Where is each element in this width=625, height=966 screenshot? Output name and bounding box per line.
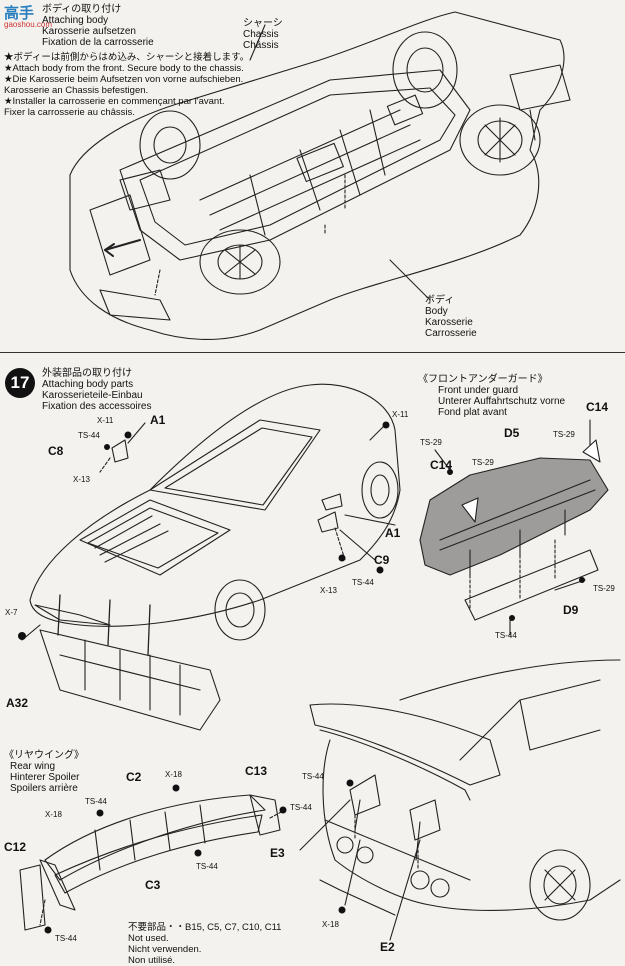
hw-ts29-b: TS-29 — [472, 458, 494, 467]
note-fr: ★Installer la carrosserie en commençant … — [4, 96, 225, 107]
body-jp: ボディ — [425, 295, 455, 306]
underguard-drawing — [419, 419, 609, 636]
hw-x18-b: X-18 — [45, 810, 62, 819]
part-d5: D5 — [504, 426, 520, 440]
note-de: ★Die Karosserie beim Aufsetzen von vorne… — [4, 74, 244, 85]
hw-x7: X-7 — [5, 608, 18, 617]
section-divider — [0, 352, 625, 353]
part-c14-right: C14 — [586, 400, 609, 414]
underguard-fr: Fond plat avant — [438, 407, 507, 418]
not-used-note: 不要部品・・B15, C5, C7, C10, C11 Not used. Ni… — [128, 922, 281, 966]
step17-title: 外装部品の取り付け Attaching body parts Karosseri… — [42, 368, 152, 412]
hw-ts44-f: TS-44 — [290, 803, 312, 812]
watermark-logo: 高手 — [4, 5, 35, 22]
hw-x11-left: X-11 — [97, 416, 114, 425]
part-a32: A32 — [6, 696, 29, 710]
chassis-jp: シャーシ — [243, 18, 283, 29]
part-c3: C3 — [145, 878, 161, 892]
part-c8: C8 — [48, 444, 64, 458]
watermark-domain: gaoshou.com — [4, 20, 53, 29]
step16-title-en: Attaching body — [42, 15, 109, 26]
step16-title-de: Karosserie aufsetzen — [42, 26, 136, 37]
part-d9: D9 — [563, 603, 579, 617]
fastener-dots — [18, 421, 585, 934]
step16-notes: ★ボディーは前側からはめ込み、シャーシと接着します。 ★Attach body … — [4, 52, 249, 118]
step16-title: ボディの取り付け Attaching body Karosserie aufse… — [42, 4, 154, 48]
underguard-title: 《フロントアンダーガード》 Front under guard Unterer … — [418, 374, 565, 418]
hw-x18-c: X-18 — [322, 920, 339, 929]
part-c2: C2 — [126, 770, 142, 784]
rearwing-title: 《リヤウイング》 Rear wing Hinterer Spoiler Spoi… — [4, 750, 84, 794]
hw-x18-a: X-18 — [165, 770, 182, 779]
body-label: ボディ Body Karosserie Carrosserie — [425, 295, 477, 339]
note-de-2: Karosserie an Chassis befestigen. — [4, 85, 149, 96]
part-c14-left: C14 — [430, 458, 453, 472]
note-fr-2: Fixer la carrosserie au châssis. — [4, 107, 135, 118]
step17-title-de: Karosserieteile-Einbau — [42, 390, 143, 401]
part-e2: E2 — [380, 940, 395, 954]
notused-fr: Non utilisé. — [128, 955, 175, 966]
step16-car-drawing — [69, 11, 571, 341]
step17-title-en: Attaching body parts — [42, 379, 134, 390]
hw-x13-right: X-13 — [320, 586, 337, 595]
step17-car-drawing — [21, 383, 401, 731]
part-a1-side: A1 — [385, 526, 401, 540]
hw-ts44-h: TS-44 — [302, 772, 324, 781]
step-number-badge: 17 — [5, 368, 35, 398]
rearwing-en: Rear wing — [10, 761, 56, 772]
step17-title-fr: Fixation des accessoires — [42, 401, 152, 412]
body-fr: Carrosserie — [425, 328, 477, 339]
chassis-fr: Châssis — [243, 40, 279, 51]
chassis-en: Chassis — [243, 29, 279, 40]
part-c13: C13 — [245, 764, 268, 778]
note-en: ★Attach body from the front. Secure body… — [4, 63, 244, 74]
hw-ts44-c: TS-44 — [495, 631, 517, 640]
hw-ts44-g: TS-44 — [55, 934, 77, 943]
rearwing-fr: Spoilers arrière — [10, 783, 78, 794]
part-a1-top: A1 — [150, 413, 166, 427]
step16-title-jp: ボディの取り付け — [42, 4, 122, 15]
hw-ts29-c: TS-29 — [553, 430, 575, 439]
underguard-en: Front under guard — [438, 385, 519, 396]
step16-title-fr: Fixation de la carrosserie — [42, 37, 154, 48]
notused-jp: 不要部品・・B15, C5, C7, C10, C11 — [128, 922, 282, 933]
hw-ts44-d: TS-44 — [85, 797, 107, 806]
body-en: Body — [425, 306, 448, 317]
underguard-de: Unterer Auffahrtschutz vorne — [438, 396, 566, 407]
hw-ts44-a: TS-44 — [78, 431, 100, 440]
rearwing-de: Hinterer Spoiler — [10, 772, 80, 783]
part-c12: C12 — [4, 840, 27, 854]
rearwing-drawing — [19, 794, 286, 931]
hw-ts44-b: TS-44 — [352, 578, 374, 587]
hw-ts44-e: TS-44 — [196, 862, 218, 871]
body-de: Karosserie — [425, 317, 473, 328]
rearwing-jp: 《リヤウイング》 — [4, 750, 84, 761]
step17-title-jp: 外装部品の取り付け — [42, 368, 132, 379]
chassis-label: シャーシ Chassis Châssis — [243, 18, 283, 51]
note-jp: ★ボディーは前側からはめ込み、シャーシと接着します。 — [4, 52, 250, 63]
notused-de: Nicht verwenden. — [128, 944, 202, 955]
hw-x13-left: X-13 — [73, 475, 90, 484]
hw-ts29-a: TS-29 — [420, 438, 442, 447]
part-e3: E3 — [270, 846, 285, 860]
notused-en: Not used. — [128, 933, 169, 944]
underguard-jp: 《フロントアンダーガード》 — [418, 374, 548, 385]
rear-car-drawing — [299, 659, 621, 941]
hw-x11-right: X-11 — [392, 410, 409, 419]
part-c9: C9 — [374, 553, 390, 567]
hw-ts29-d: TS-29 — [593, 584, 615, 593]
